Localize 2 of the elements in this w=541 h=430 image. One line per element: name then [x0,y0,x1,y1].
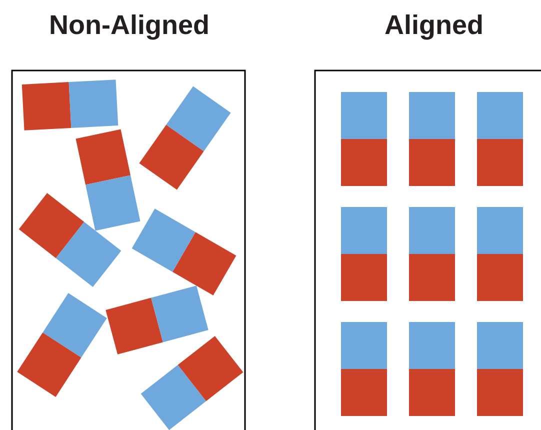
panel-heading: Aligned [384,10,484,41]
panel-heading: Non-Aligned [49,10,210,41]
